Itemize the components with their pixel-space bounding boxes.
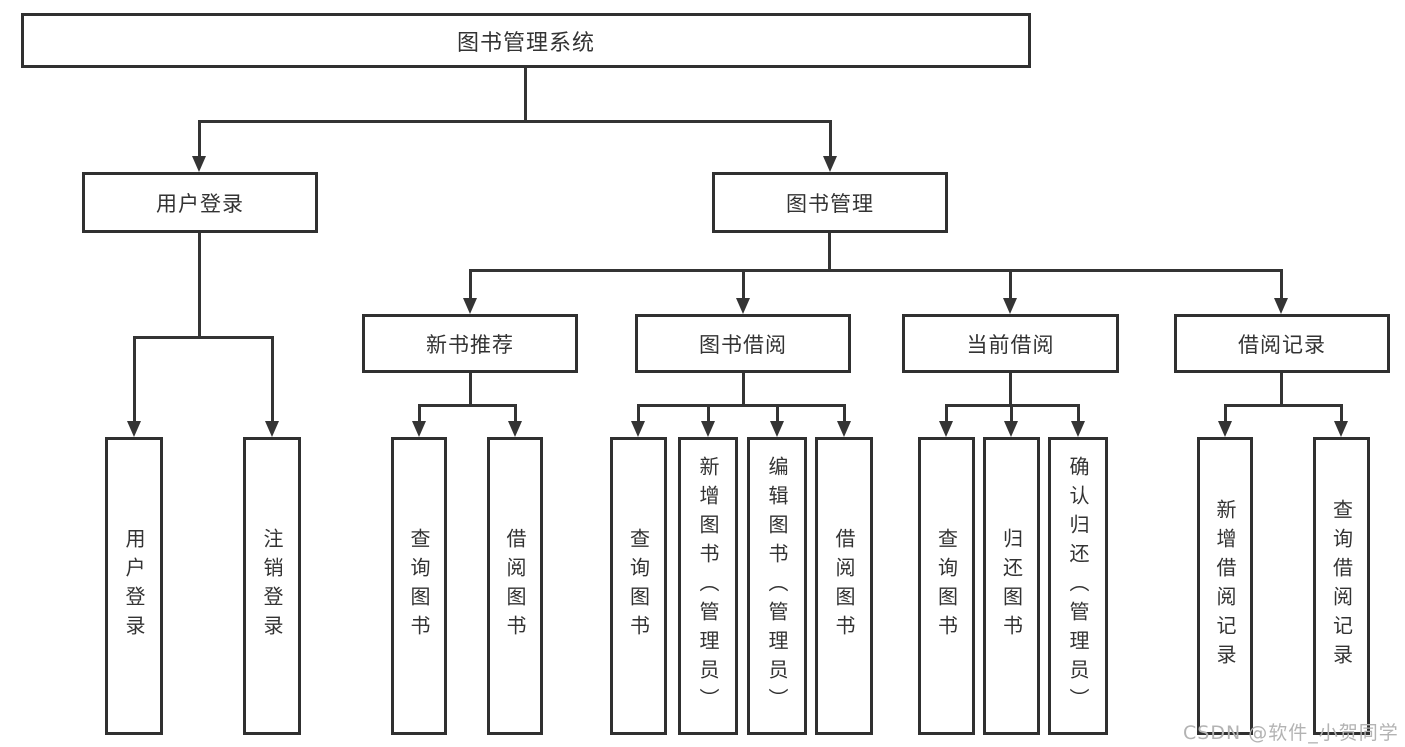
leaf-current-query-books: 查询图书 (918, 437, 975, 735)
connector-arrow-user-login (198, 120, 201, 158)
leaf-add-books-admin-label: 新增图书（管理员） (696, 455, 720, 717)
node-user-login: 用户登录 (82, 172, 318, 233)
connector-arrow-bor-query (637, 404, 640, 422)
arrowhead-recommend (463, 298, 477, 314)
connector-arrow-cur-confirm (1077, 404, 1080, 422)
connector-arrow-records (1280, 269, 1283, 299)
leaf-edit-books-admin: 编辑图书（管理员） (747, 437, 807, 735)
node-current-borrow: 当前借阅 (902, 314, 1119, 373)
arrowhead-leaf-logout (265, 421, 279, 437)
arrowhead-bor-borrow (837, 421, 851, 437)
connector-arrow-leaf-logout (271, 336, 274, 422)
arrowhead-records (1274, 298, 1288, 314)
arrowhead-current (1003, 298, 1017, 314)
connector-arrow-bor-edit (776, 404, 779, 422)
arrowhead-recd-query (1334, 421, 1348, 437)
node-borrow-records: 借阅记录 (1174, 314, 1390, 373)
connector-level3-hline (469, 269, 1282, 272)
arrowhead-bor-edit (770, 421, 784, 437)
connector-arrow-borrow (742, 269, 745, 299)
connector-arrow-bor-add (707, 404, 710, 422)
leaf-query-borrow-record: 查询借阅记录 (1313, 437, 1370, 735)
connector-level2-hline (198, 120, 831, 123)
leaf-logout: 注销登录 (243, 437, 301, 735)
connector-current-stem (1009, 373, 1012, 404)
leaf-borrow-books-label: 借阅图书 (832, 528, 856, 644)
leaf-recommend-query-books: 查询图书 (391, 437, 447, 735)
leaf-query-borrow-record-label: 查询借阅记录 (1329, 499, 1354, 673)
arrowhead-cur-query (939, 421, 953, 437)
arrowhead-borrow (736, 298, 750, 314)
connector-recommend-hline (418, 404, 517, 407)
connector-arrow-recd-add (1224, 404, 1227, 422)
connector-borrow-stem (742, 373, 745, 404)
connector-recommend-stem (469, 373, 472, 404)
arrowhead-bor-query (631, 421, 645, 437)
arrowhead-cur-confirm (1071, 421, 1085, 437)
node-book-borrow: 图书借阅 (635, 314, 851, 373)
connector-root-stem (524, 66, 527, 120)
leaf-recommend-borrow-books-label: 借阅图书 (503, 528, 527, 644)
leaf-current-query-books-label: 查询图书 (934, 528, 959, 644)
arrowhead-recd-add (1218, 421, 1232, 437)
connector-records-hline (1224, 404, 1343, 407)
leaf-borrow-query-books: 查询图书 (610, 437, 667, 735)
node-new-book-recommend: 新书推荐 (362, 314, 578, 373)
connector-arrow-current (1009, 269, 1012, 299)
connector-arrow-rec-borrow (514, 404, 517, 422)
leaf-add-borrow-record: 新增借阅记录 (1197, 437, 1253, 735)
leaf-return-books-label: 归还图书 (999, 528, 1024, 644)
connector-user-login-stem (198, 233, 201, 336)
connector-records-stem (1280, 373, 1283, 404)
arrowhead-user-login (192, 156, 206, 172)
leaf-logout-label: 注销登录 (260, 528, 284, 644)
connector-arrow-rec-query (418, 404, 421, 422)
leaf-confirm-return-admin: 确认归还（管理员） (1048, 437, 1108, 735)
node-root-system: 图书管理系统 (21, 13, 1031, 68)
connector-arrow-leaf-user-login (133, 336, 136, 422)
connector-arrow-recommend (469, 269, 472, 299)
connector-borrow-hline (637, 404, 846, 407)
arrowhead-book-mgmt (823, 156, 837, 172)
arrowhead-rec-borrow (508, 421, 522, 437)
connector-arrow-bor-borrow (843, 404, 846, 422)
connector-arrow-cur-query (945, 404, 948, 422)
leaf-confirm-return-admin-label: 确认归还（管理员） (1066, 455, 1090, 717)
arrowhead-rec-query (412, 421, 426, 437)
node-book-mgmt: 图书管理 (712, 172, 948, 233)
leaf-return-books: 归还图书 (983, 437, 1040, 735)
connector-arrow-cur-return (1010, 404, 1013, 422)
connector-login-group-hline (133, 336, 274, 339)
leaf-borrow-books: 借阅图书 (815, 437, 873, 735)
arrowhead-leaf-user-login (127, 421, 141, 437)
arrowhead-cur-return (1004, 421, 1018, 437)
leaf-add-books-admin: 新增图书（管理员） (678, 437, 738, 735)
leaf-user-login: 用户登录 (105, 437, 163, 735)
connector-arrow-book-mgmt (829, 120, 832, 158)
arrowhead-bor-add (701, 421, 715, 437)
leaf-recommend-query-books-label: 查询图书 (407, 528, 431, 644)
leaf-borrow-query-books-label: 查询图书 (626, 528, 651, 644)
leaf-add-borrow-record-label: 新增借阅记录 (1213, 499, 1237, 673)
csdn-watermark: CSDN @软件_小贺同学 (1183, 722, 1399, 744)
leaf-edit-books-admin-label: 编辑图书（管理员） (765, 455, 789, 717)
leaf-recommend-borrow-books: 借阅图书 (487, 437, 543, 735)
connector-arrow-recd-query (1340, 404, 1343, 422)
connector-book-mgmt-stem (828, 233, 831, 269)
leaf-user-login-label: 用户登录 (122, 528, 146, 644)
